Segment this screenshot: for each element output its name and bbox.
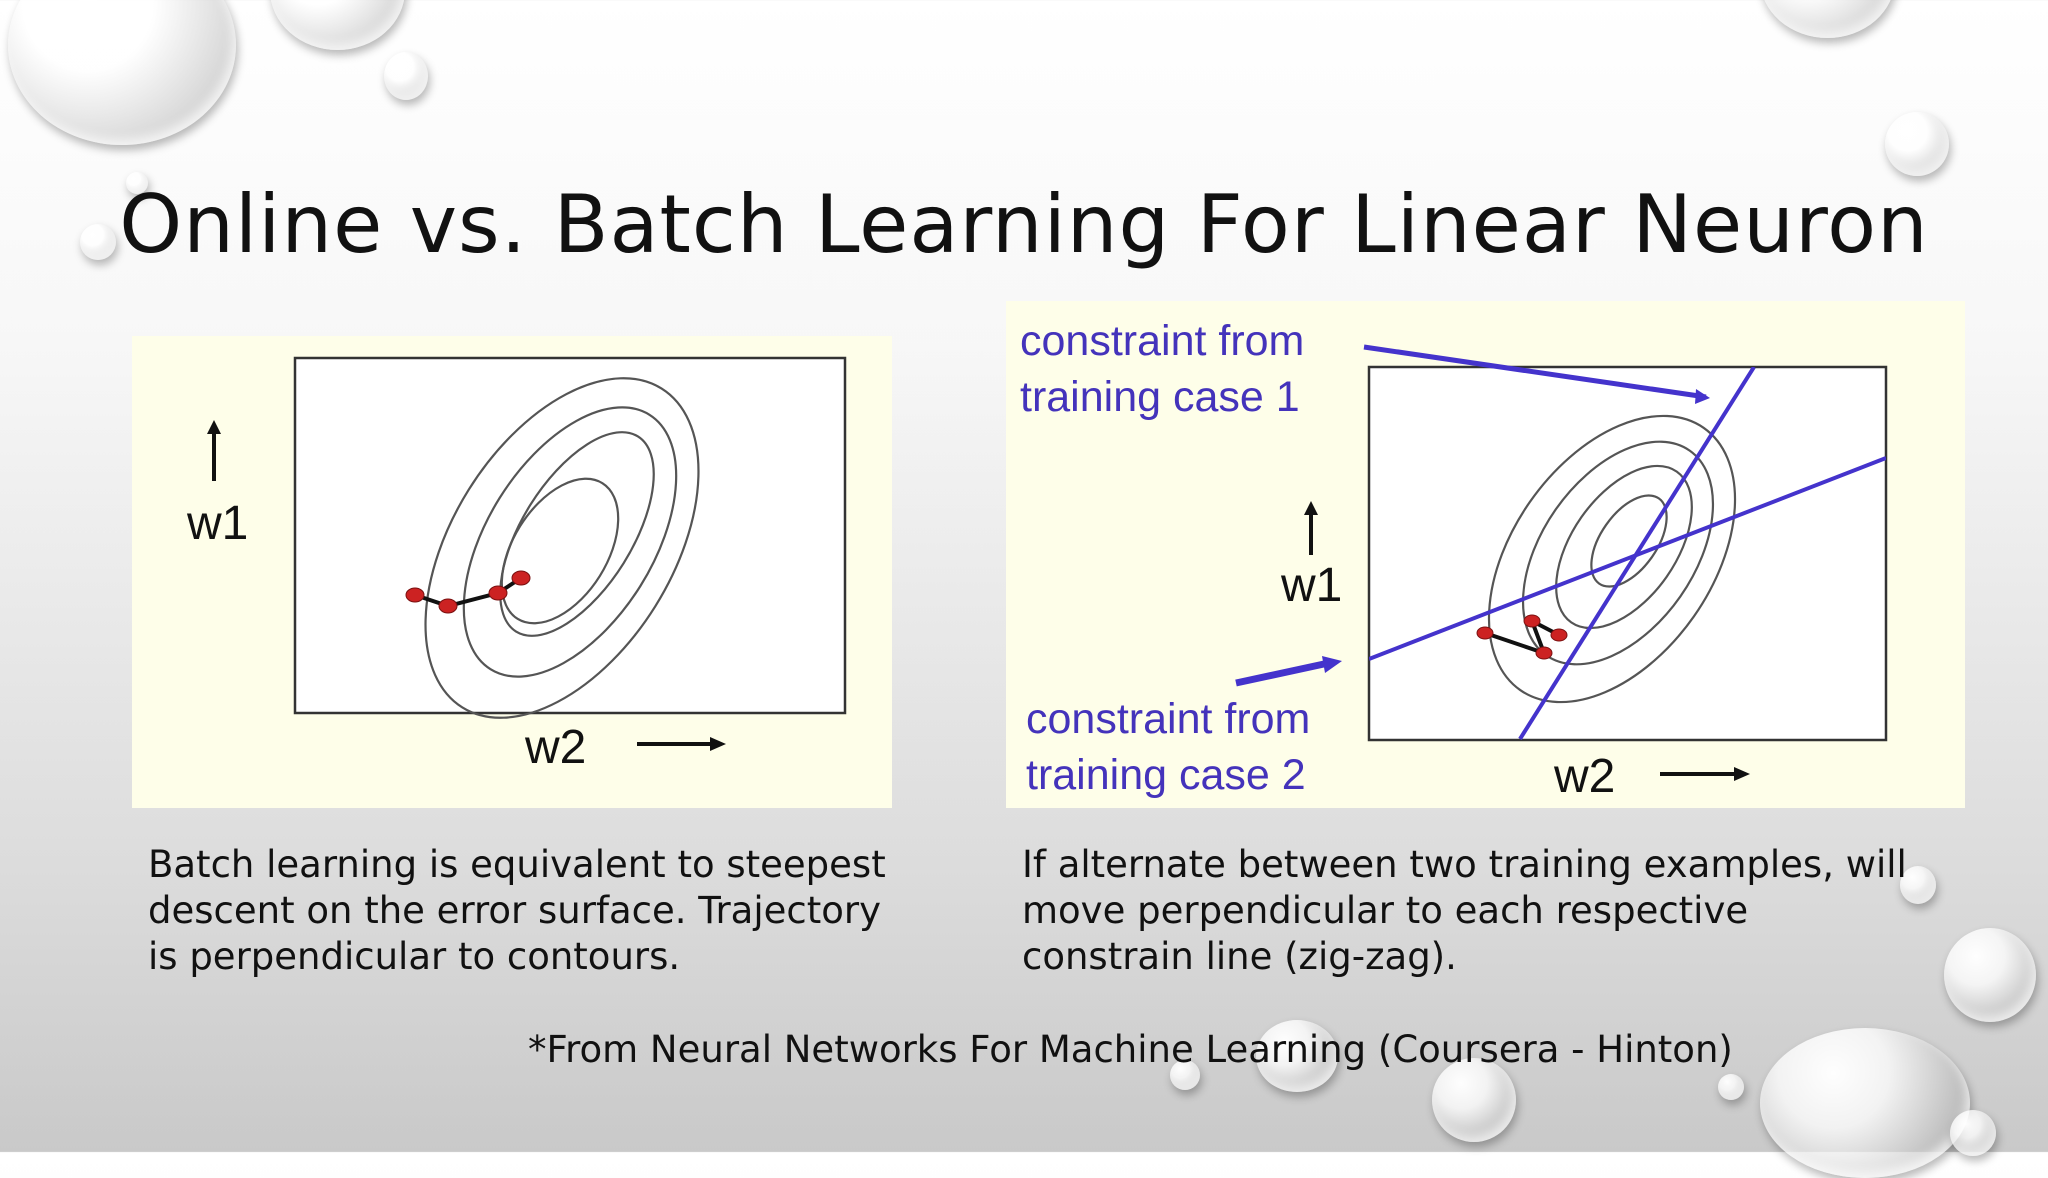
- arrow-up-icon: [207, 420, 221, 481]
- arrow-up-icon: [1304, 501, 1318, 555]
- batch-learning-caption: Batch learning is equivalent to steepest…: [148, 843, 886, 978]
- slide-title: Online vs. Batch Learning For Linear Neu…: [119, 178, 1929, 271]
- online-zigzag-trajectory: [1484, 616, 1560, 657]
- weight-space-frame: [1367, 365, 1888, 742]
- water-droplet: [1718, 1074, 1744, 1100]
- water-droplet: [1760, 0, 1895, 38]
- water-droplet: [8, 0, 236, 145]
- online-learning-figure: constraint from training case 1 constrai…: [1006, 301, 1965, 808]
- w2-axis-label: w2: [524, 721, 586, 774]
- online-learning-caption: If alternate between two training exampl…: [1022, 843, 1907, 978]
- water-droplet: [1256, 1020, 1338, 1092]
- constraint-1-label-line1: constraint from: [1020, 317, 1304, 365]
- source-credit: *From Neural Networks For Machine Learni…: [528, 1028, 1733, 1071]
- water-droplet: [270, 0, 405, 50]
- water-droplet: [1760, 1028, 1970, 1178]
- constraint-2-arrow-icon: [1235, 656, 1342, 687]
- water-droplet: [126, 172, 148, 194]
- water-droplet: [1885, 112, 1949, 176]
- trajectory-points: [405, 570, 531, 614]
- water-droplet: [1900, 866, 1936, 904]
- constraint-2-label-line2: training case 2: [1026, 751, 1306, 799]
- constraint-lines: [1369, 367, 1886, 740]
- w1-axis-label: w1: [186, 497, 248, 550]
- weight-space-frame: [293, 356, 847, 715]
- batch-learning-figure: w1 w2: [132, 336, 892, 808]
- water-droplet: [80, 224, 116, 260]
- water-droplet: [1170, 1060, 1200, 1090]
- constraint-1-arrow-icon: [1363, 344, 1710, 404]
- w1-axis-label: w1: [1280, 559, 1342, 612]
- water-droplet: [1944, 928, 2036, 1022]
- water-droplet: [1950, 1110, 1996, 1156]
- error-contours: [424, 377, 700, 719]
- constraint-1-label-line2: training case 1: [1020, 373, 1300, 421]
- water-droplet: [384, 52, 428, 100]
- trajectory-points: [1476, 614, 1568, 660]
- arrow-right-icon: [1660, 767, 1750, 781]
- w2-axis-label: w2: [1553, 750, 1615, 803]
- arrow-right-icon: [637, 737, 726, 751]
- water-droplet: [1432, 1058, 1516, 1142]
- constraint-2-label-line1: constraint from: [1026, 695, 1310, 743]
- batch-trajectory: [414, 576, 523, 609]
